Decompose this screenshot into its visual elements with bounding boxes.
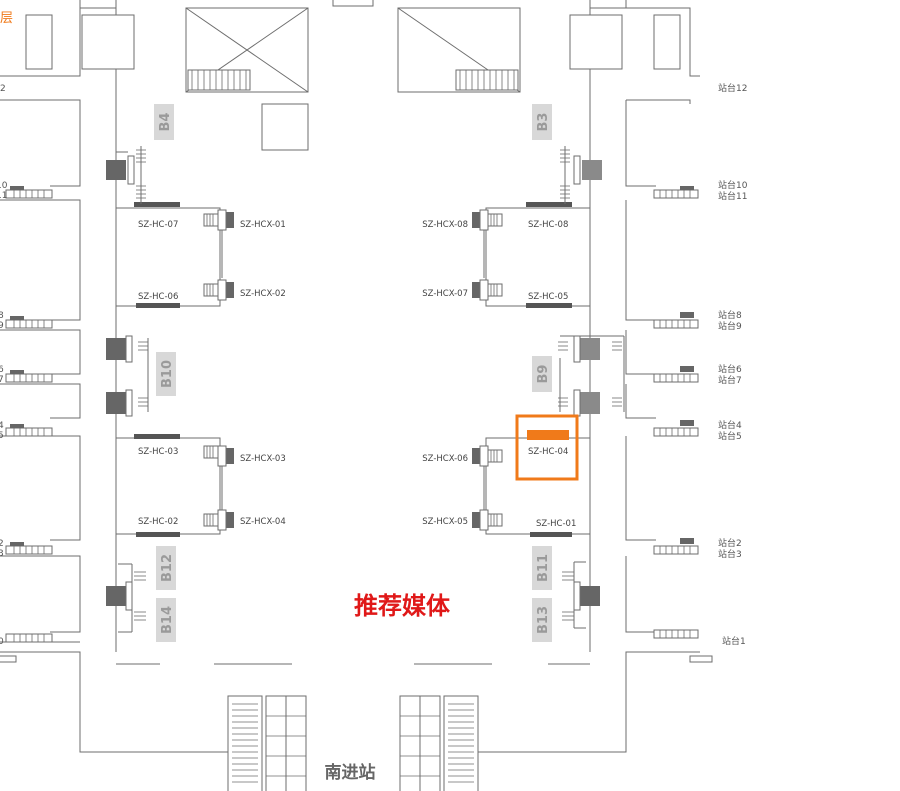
platform-labels-right: 站台12 站台10 站台11 站台8 站台9 站台6 站台7 站台4 站台5 站… <box>718 82 748 647</box>
platform-label: 10 <box>0 181 8 191</box>
media-label[interactable]: SZ-HC-07 <box>138 220 178 230</box>
left-stair-0 <box>5 633 53 643</box>
media-label[interactable]: SZ-HC-03 <box>138 447 178 457</box>
hcx-label[interactable]: SZ-HCX-07 <box>422 289 468 299</box>
hcx-label[interactable]: SZ-HCX-06 <box>422 454 468 464</box>
right-stair-4 <box>653 420 699 437</box>
right-stair-10 <box>653 186 699 199</box>
platform-label: 站台4 <box>718 419 742 431</box>
right-stair-8 <box>653 312 699 329</box>
highlighted-media-marker[interactable] <box>515 414 579 481</box>
media-label[interactable]: SZ-HC-02 <box>138 517 178 527</box>
platform-label: 站台12 <box>718 82 747 94</box>
waiting-zone-left-upper <box>116 202 221 308</box>
block-b9: B9 <box>536 365 551 384</box>
hcx-label[interactable]: SZ-HCX-02 <box>240 289 286 299</box>
media-label-highlighted[interactable]: SZ-HC-04 <box>528 447 568 457</box>
platform-label: 站台7 <box>718 374 742 386</box>
block-b10: B10 <box>160 360 175 388</box>
left-stair-6 <box>5 370 53 383</box>
hall-outline <box>0 0 713 753</box>
platform-label: 站台11 <box>718 190 747 202</box>
platform-label: 站台8 <box>718 309 742 321</box>
left-stair-2 <box>5 542 53 555</box>
platform-label: 9 <box>0 321 4 331</box>
media-labels: SZ-HC-07 SZ-HC-06 SZ-HC-03 SZ-HC-02 SZ-H… <box>138 220 576 529</box>
block-b11: B11 <box>536 554 551 582</box>
platform-label: 5 <box>0 431 4 441</box>
platform-label: 站台2 <box>718 537 742 549</box>
entrance-label: 南进站 <box>325 762 376 783</box>
platform-label: 站台5 <box>718 430 742 442</box>
platform-label: 4 <box>0 421 4 431</box>
platform-label: 11 <box>0 191 7 201</box>
platform-label: 2 <box>0 539 4 549</box>
block-b14: B14 <box>160 606 175 634</box>
media-label[interactable]: SZ-HC-01 <box>536 519 576 529</box>
platform-label: 站台3 <box>718 548 742 560</box>
hcx-label[interactable]: SZ-HCX-03 <box>240 454 286 464</box>
left-stair-4 <box>5 424 53 437</box>
right-platform-column <box>569 7 700 633</box>
right-stair-2 <box>653 538 699 555</box>
platform-stairs <box>5 186 699 643</box>
platform-label: 0 <box>0 637 4 647</box>
right-stair-6 <box>653 366 699 383</box>
block-labels: B4 B3 B10 B9 B12 B14 B11 B13 <box>154 104 552 642</box>
left-stair-10 <box>5 186 53 199</box>
hcx-label[interactable]: SZ-HCX-01 <box>240 220 286 230</box>
platform-label: 3 <box>0 549 4 559</box>
block-b12: B12 <box>160 554 175 582</box>
media-label[interactable]: SZ-HC-08 <box>528 220 568 230</box>
platform-label: 站台9 <box>718 320 742 332</box>
map-title: 推荐媒体 <box>354 592 451 620</box>
corner-label: 层 <box>0 11 13 26</box>
block-b13: B13 <box>536 606 551 634</box>
platform-label: 站台1 <box>722 635 746 647</box>
media-label[interactable]: SZ-HC-05 <box>528 292 568 302</box>
platform-labels-left: 2 10 11 8 9 6 7 4 5 2 3 0 <box>0 84 8 647</box>
top-stair-right <box>397 7 521 93</box>
platform-label: 6 <box>0 365 4 375</box>
escalators <box>106 146 622 632</box>
hcx-label[interactable]: SZ-HCX-08 <box>422 220 468 230</box>
hcx-label[interactable]: SZ-HCX-05 <box>422 517 468 527</box>
block-b4: B4 <box>158 113 173 132</box>
block-b3: B3 <box>536 113 551 132</box>
waiting-zone-right-upper <box>485 202 590 308</box>
left-stair-8 <box>5 316 53 329</box>
hcx-label[interactable]: SZ-HCX-04 <box>240 517 286 527</box>
platform-label: 站台6 <box>718 363 742 375</box>
top-stair-left <box>185 7 309 151</box>
platform-label: 8 <box>0 311 4 321</box>
right-stair-1 <box>653 629 699 639</box>
platform-label: 站台10 <box>718 179 748 191</box>
waiting-zone-left-lower <box>116 434 221 537</box>
platform-label: 7 <box>0 375 4 385</box>
south-entrance-stairs <box>227 695 479 791</box>
platform-label: 2 <box>0 84 6 94</box>
media-label[interactable]: SZ-HC-06 <box>138 292 178 302</box>
